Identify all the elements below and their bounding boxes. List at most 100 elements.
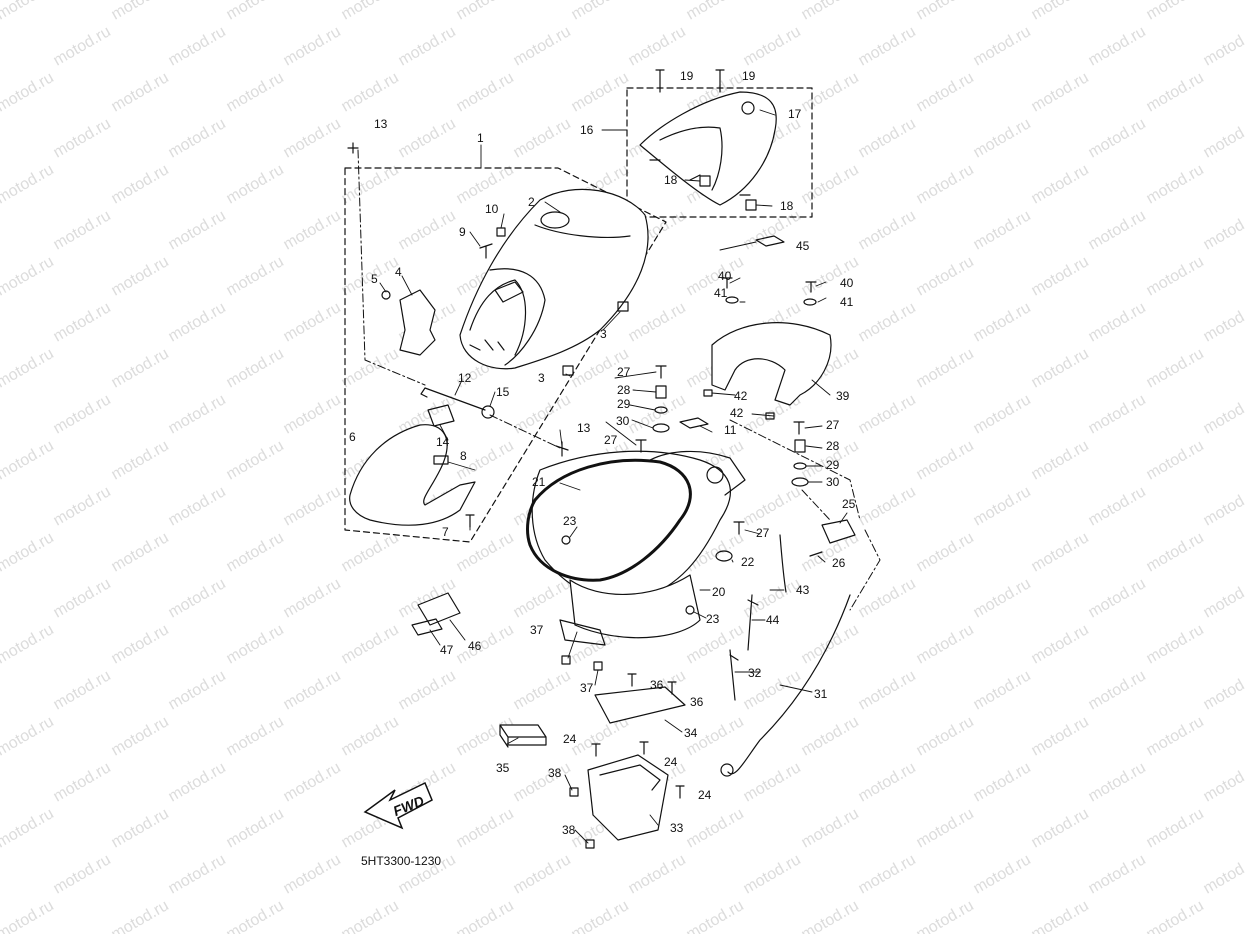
part-label-1: 1 [477,131,484,145]
part-label-25: 25 [842,497,856,511]
seat [459,188,649,370]
part-label-11: 11 [724,423,737,437]
part-label-3a: 3 [600,327,607,341]
screw-24c [675,785,685,799]
rear-cover-group-box [626,87,813,218]
grommet-22 [715,550,733,562]
pad-45 [755,235,785,247]
part-label-45: 45 [796,239,810,253]
seat-damper-2 [562,365,574,376]
seat-hinge [399,289,436,356]
part-label-13a: 13 [374,117,388,131]
part-label-36a: 36 [650,678,664,692]
part-label-19a: 19 [680,69,694,83]
washer-29a [654,406,668,414]
screw-24a [591,743,601,757]
part-label-37a: 37 [530,623,544,637]
clip-37b [593,661,603,671]
part-label-41b: 41 [840,295,854,309]
part-label-30b: 30 [826,475,840,489]
part-label-40b: 40 [840,276,854,290]
bolt-27b [635,439,647,453]
hose-44 [747,594,759,651]
part-label-28b: 28 [826,439,840,453]
rear-bracket [711,322,832,406]
part-label-41a: 41 [714,286,728,300]
cable-end [720,763,734,777]
seat-lock-cable [727,594,851,775]
part-label-35: 35 [496,761,510,775]
part-label-29b: 29 [826,458,840,472]
part-label-37b: 37 [580,681,594,695]
bolt-40a [721,277,733,289]
bracket-47 [411,618,443,636]
grommet-30a [652,423,670,433]
part-label-18a: 18 [664,173,678,187]
part-label-46: 46 [468,639,482,653]
part-label-27c: 27 [826,418,840,432]
pad-11 [679,417,709,429]
nut-42a [703,389,713,397]
part-label-30a: 30 [616,414,630,428]
screw-36a [627,673,637,687]
hinge-nut [381,290,391,300]
part-label-13b: 13 [577,421,591,435]
hose-32 [729,649,739,701]
part-label-14: 14 [436,435,450,449]
damper-18b [745,199,757,211]
part-label-36b: 36 [690,695,704,709]
part-label-29a: 29 [617,397,631,411]
part-label-27d: 27 [756,526,770,540]
lid [594,686,686,724]
part-label-15: 15 [496,385,510,399]
part-label-20: 20 [712,585,726,599]
part-label-10: 10 [485,202,499,216]
part-label-4: 4 [395,265,402,279]
part-label-33: 33 [670,821,684,835]
part-label-22: 22 [741,555,755,569]
part-label-24b: 24 [664,755,678,769]
clip-37a [561,655,571,665]
part-label-47: 47 [440,643,454,657]
tool-box-inner [599,764,661,791]
part-label-24a: 24 [563,732,577,746]
bracket-46 [417,592,461,626]
part-label-12: 12 [458,371,472,385]
diagram-code: 5HT3300-1230 [361,854,441,868]
grommet-23a [561,535,571,545]
part-label-17: 17 [788,107,802,121]
seal-strip [526,458,692,582]
bolt-27d [733,521,745,535]
bolt-19b [715,69,725,93]
washer-29b [793,462,807,470]
part-label-40a: 40 [718,269,732,283]
seat-damper-1 [617,301,629,312]
grommet-30b [791,477,809,487]
washer-41a [725,296,739,304]
part-label-9: 9 [459,225,466,239]
part-label-23b: 23 [706,612,720,626]
bolt-40b [805,281,817,293]
part-label-23a: 23 [563,514,577,528]
side-cover [349,424,476,526]
rear-cover [639,91,777,206]
part-label-32: 32 [748,666,762,680]
part-label-2: 2 [528,195,535,209]
bolt-19a [655,69,665,93]
part-label-27a: 27 [617,365,631,379]
part-label-27b: 27 [604,433,618,447]
clip-8 [433,455,449,465]
seat-group-box [344,167,667,543]
part-label-5: 5 [371,272,378,286]
nut-38b [585,839,595,849]
helmet-box [531,450,746,646]
collar-28a [655,385,667,399]
part-label-42a: 42 [734,389,748,403]
part-label-28a: 28 [617,383,631,397]
part-label-31: 31 [814,687,828,701]
part-label-16: 16 [580,123,594,137]
bolt-12 [420,387,486,411]
bolt-27a [655,365,667,379]
